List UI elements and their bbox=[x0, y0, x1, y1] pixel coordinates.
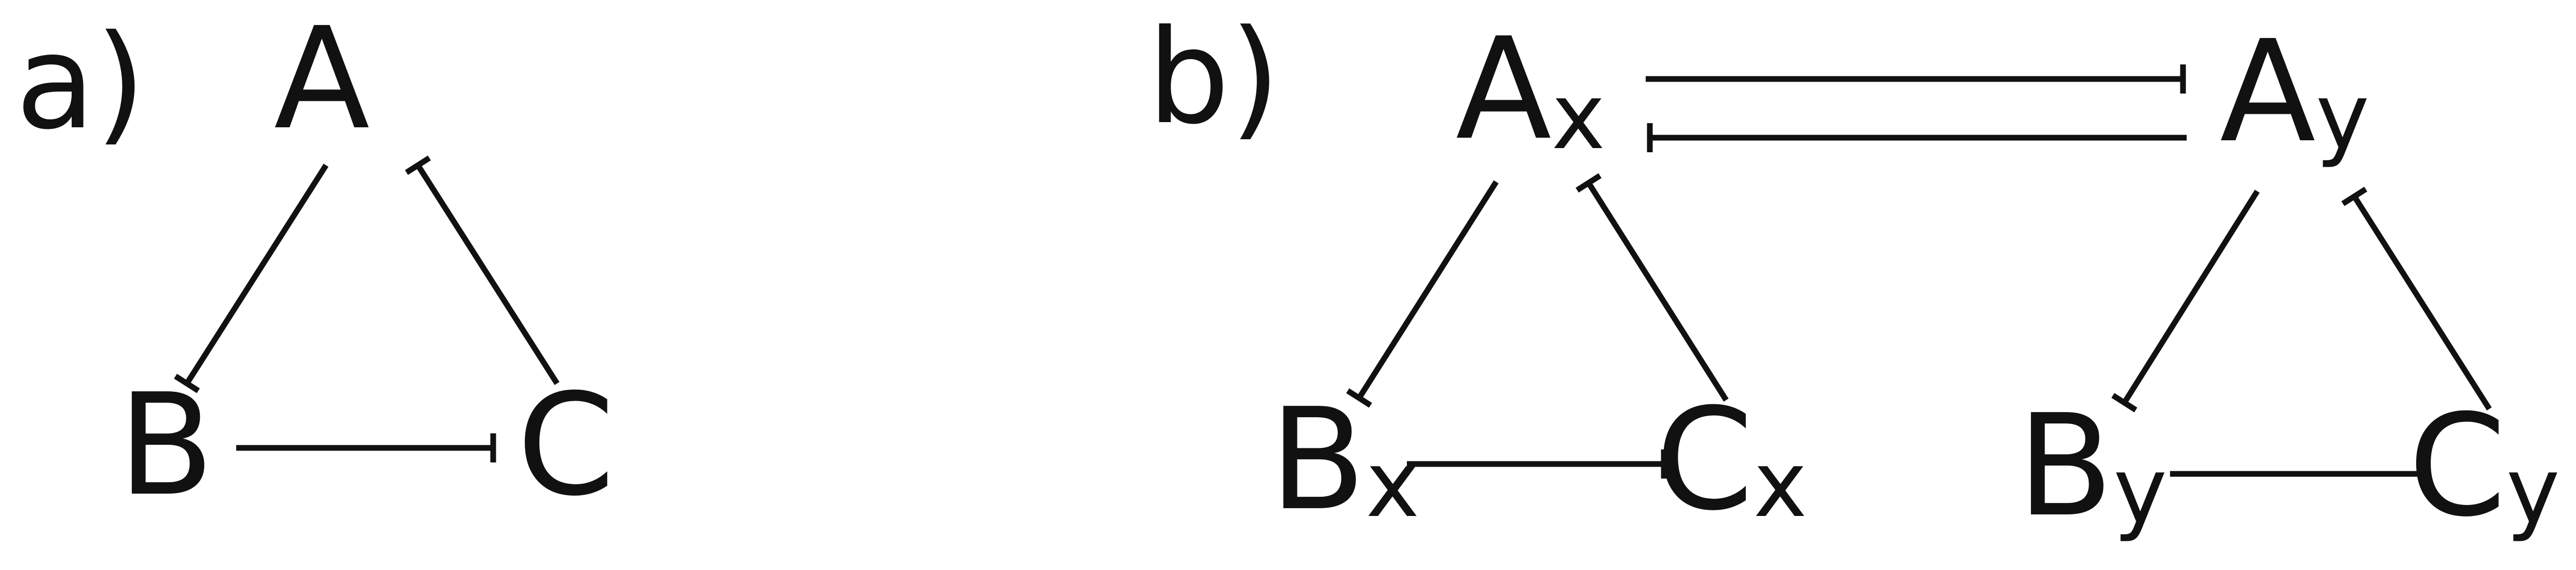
panel-b: b) Ax Bx Cx Ay By Cy bbox=[1147, 2, 2560, 548]
node-a: A bbox=[274, 0, 371, 161]
edge-ax-inhibits-ay bbox=[1646, 64, 2186, 94]
edge-ay-inhibits-by bbox=[2111, 190, 2260, 413]
node-ax: Ax bbox=[1456, 7, 1605, 171]
node-cy: Cy bbox=[2408, 384, 2560, 548]
node-ay: Ay bbox=[2220, 10, 2369, 174]
edge-c-inhibits-a bbox=[405, 155, 560, 385]
edge-b-inhibits-c bbox=[236, 433, 496, 462]
panel-a-label: a) bbox=[16, 7, 146, 158]
edge-bx-inhibits-cx bbox=[1407, 449, 1667, 479]
edge-cy-inhibits-ay bbox=[2341, 187, 2492, 410]
panel-b-label: b) bbox=[1147, 2, 1280, 153]
node-c: C bbox=[517, 363, 615, 527]
panel-a: a) A B C bbox=[16, 0, 615, 527]
edge-ay-inhibits-ax bbox=[1647, 123, 2187, 152]
node-by: By bbox=[2017, 384, 2167, 548]
edge-cx-inhibits-ax bbox=[1576, 173, 1729, 402]
edge-ax-inhibits-bx bbox=[1346, 180, 1499, 408]
node-b: B bbox=[118, 363, 214, 527]
node-cx: Cx bbox=[1656, 378, 1807, 541]
node-bx: Bx bbox=[1270, 378, 1420, 541]
edge-a-inhibits-b bbox=[174, 164, 329, 393]
edge-by-inhibits-cy bbox=[2170, 459, 2428, 488]
